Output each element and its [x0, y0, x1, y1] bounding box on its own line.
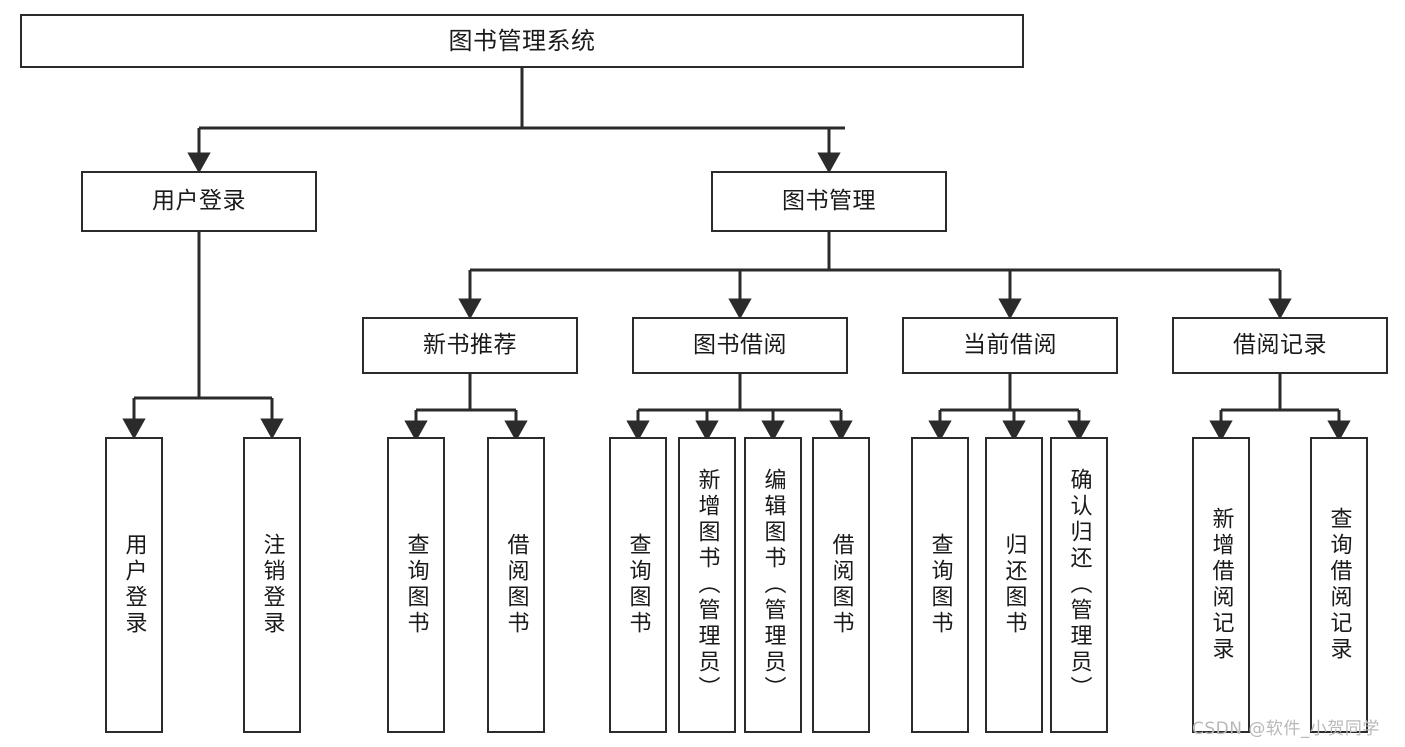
node-book-manage-label: 图书管理: [782, 187, 876, 214]
node-leaf-query-book-1-label: 查询图书: [403, 533, 429, 637]
node-borrow-record-label: 借阅记录: [1233, 331, 1327, 358]
node-root-label: 图书管理系统: [448, 26, 596, 55]
node-leaf-query-book-3[interactable]: 查询图书: [911, 437, 969, 733]
node-new-book-rec[interactable]: 新书推荐: [362, 317, 578, 374]
node-leaf-borrow-book-1[interactable]: 借阅图书: [487, 437, 545, 733]
node-leaf-confirm-return[interactable]: 确认归还（管理员）: [1050, 437, 1108, 733]
node-leaf-edit-book[interactable]: 编辑图书（管理员）: [744, 437, 802, 733]
node-book-borrow[interactable]: 图书借阅: [632, 317, 848, 374]
node-book-borrow-label: 图书借阅: [693, 331, 787, 358]
node-leaf-confirm-return-label: 确认归还（管理员）: [1066, 468, 1092, 702]
node-leaf-query-book-2[interactable]: 查询图书: [609, 437, 667, 733]
node-leaf-user-login-label: 用户登录: [121, 533, 147, 637]
node-leaf-query-book-2-label: 查询图书: [625, 533, 651, 637]
node-leaf-borrow-book-1-label: 借阅图书: [503, 533, 529, 637]
node-leaf-logout[interactable]: 注销登录: [243, 437, 301, 733]
node-leaf-borrow-book-2-label: 借阅图书: [828, 533, 854, 637]
node-new-book-rec-label: 新书推荐: [423, 331, 517, 358]
node-leaf-query-record[interactable]: 查询借阅记录: [1310, 437, 1368, 733]
node-book-manage[interactable]: 图书管理: [711, 171, 947, 232]
node-borrow-record[interactable]: 借阅记录: [1172, 317, 1388, 374]
node-user-login-label: 用户登录: [152, 187, 246, 214]
node-current-borrow-label: 当前借阅: [963, 331, 1057, 358]
node-leaf-query-record-label: 查询借阅记录: [1326, 507, 1352, 663]
node-leaf-add-record[interactable]: 新增借阅记录: [1192, 437, 1250, 733]
node-leaf-user-login[interactable]: 用户登录: [105, 437, 163, 733]
node-current-borrow[interactable]: 当前借阅: [902, 317, 1118, 374]
node-leaf-query-book-3-label: 查询图书: [927, 533, 953, 637]
node-leaf-logout-label: 注销登录: [259, 533, 285, 637]
node-leaf-return-book[interactable]: 归还图书: [985, 437, 1043, 733]
node-leaf-edit-book-label: 编辑图书（管理员）: [760, 468, 786, 702]
node-leaf-add-book-label: 新增图书（管理员）: [694, 468, 720, 702]
node-leaf-add-record-label: 新增借阅记录: [1208, 507, 1234, 663]
node-leaf-query-book-1[interactable]: 查询图书: [387, 437, 445, 733]
node-root[interactable]: 图书管理系统: [20, 14, 1024, 68]
csdn-watermark: CSDN @软件_小贺同学: [1192, 719, 1380, 739]
node-leaf-return-book-label: 归还图书: [1001, 533, 1027, 637]
node-user-login[interactable]: 用户登录: [81, 171, 317, 232]
node-leaf-borrow-book-2[interactable]: 借阅图书: [812, 437, 870, 733]
node-leaf-add-book[interactable]: 新增图书（管理员）: [678, 437, 736, 733]
